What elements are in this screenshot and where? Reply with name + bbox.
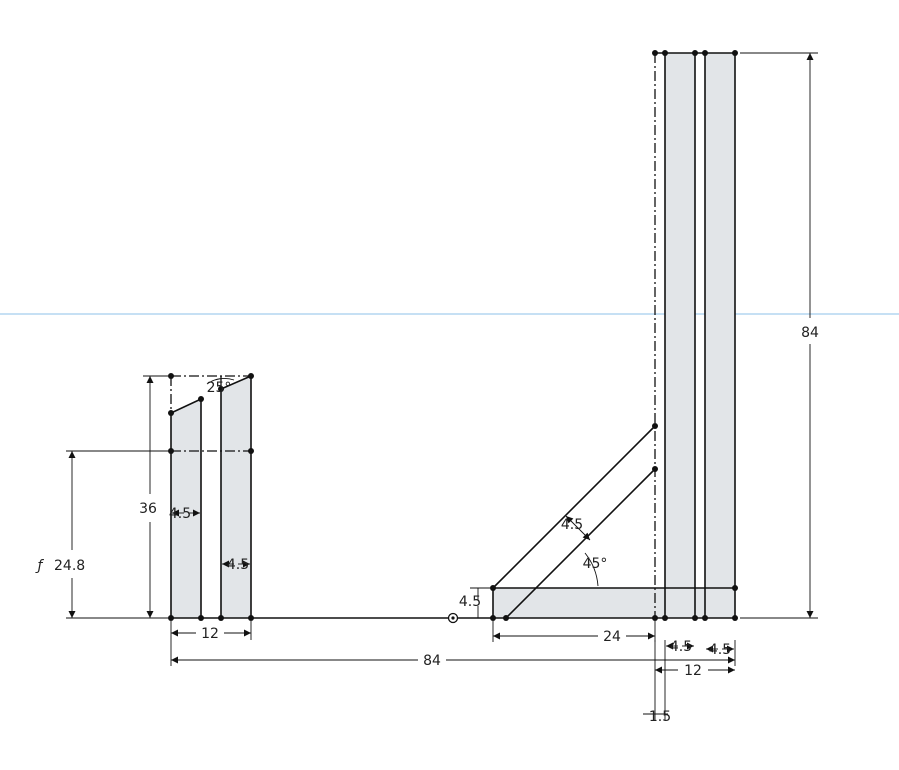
dim-text: 24	[603, 629, 621, 645]
vertex[interactable]	[248, 448, 254, 454]
dim-gusset-angle[interactable]: 45°	[583, 552, 608, 587]
vertex[interactable]	[652, 466, 658, 472]
vertex[interactable]	[248, 615, 254, 621]
dim-gusset-thickness[interactable]: 4.5	[561, 515, 591, 541]
dim-text: 84	[801, 325, 819, 341]
vertex[interactable]	[702, 615, 708, 621]
left-bar-face[interactable]	[221, 376, 251, 618]
vertex[interactable]	[732, 585, 738, 591]
vertex[interactable]	[702, 50, 708, 56]
left-bar-outline[interactable]	[220, 374, 252, 618]
vertex[interactable]	[503, 615, 509, 621]
dim-text: 25°	[207, 380, 232, 396]
vertex[interactable]	[490, 615, 496, 621]
vertex[interactable]	[490, 585, 496, 591]
dim-right-total-width[interactable]: 12	[655, 663, 735, 679]
dim-driven-height[interactable]: ƒ 24.8	[35, 450, 168, 619]
vertex[interactable]	[652, 423, 658, 429]
dim-offset[interactable]: 1.5	[643, 640, 671, 725]
vertex[interactable]	[218, 386, 224, 392]
vertex[interactable]	[652, 615, 658, 621]
dim-right-gap-b[interactable]: 4.5	[706, 642, 734, 658]
vertices	[168, 50, 738, 621]
dim-right-gap-a[interactable]: 4.5	[666, 639, 694, 655]
dim-text: 4.5	[169, 506, 191, 522]
vertex[interactable]	[692, 50, 698, 56]
dim-plate-thickness[interactable]: 4.5	[459, 587, 490, 618]
right-bar-outer-face[interactable]	[705, 53, 735, 618]
left-slot-face[interactable]	[171, 399, 201, 618]
dim-text: 12	[201, 626, 219, 642]
vertex[interactable]	[662, 615, 668, 621]
left-slot-outline[interactable]	[170, 397, 202, 618]
vertex[interactable]	[692, 615, 698, 621]
base-plate-face[interactable]	[493, 588, 735, 618]
left-part-edges	[170, 374, 252, 618]
vertex[interactable]	[168, 448, 174, 454]
dim-text: 36	[139, 501, 157, 517]
dim-left-bar-height[interactable]: 36	[139, 375, 168, 619]
vertex[interactable]	[652, 50, 658, 56]
dim-left-slot-width[interactable]: 4.5	[169, 506, 200, 522]
faces	[171, 53, 735, 618]
gusset-inner-edge[interactable]	[505, 468, 656, 619]
vertex[interactable]	[732, 50, 738, 56]
vertex[interactable]	[662, 50, 668, 56]
dim-text: 4.5	[459, 594, 481, 610]
vertex[interactable]	[732, 615, 738, 621]
dim-right-bar-height[interactable]: 84	[740, 52, 819, 619]
vertex[interactable]	[198, 396, 204, 402]
dim-text: 84	[423, 653, 441, 669]
right-part-edges	[492, 52, 736, 619]
dim-text: 1.5	[649, 709, 671, 725]
vertex[interactable]	[198, 615, 204, 621]
driven-symbol-icon: ƒ	[35, 558, 45, 574]
dim-chamfer-angle[interactable]: 25°	[207, 378, 235, 396]
vertex[interactable]	[248, 373, 254, 379]
right-bar-inner-face[interactable]	[665, 53, 695, 618]
dim-overall-span[interactable]: 84	[170, 640, 736, 669]
gusset-outer-edge[interactable]	[492, 425, 656, 589]
dim-text: 12	[684, 663, 702, 679]
dim-text: 4.5	[670, 639, 692, 655]
dim-left-total-width[interactable]: 12	[170, 621, 252, 642]
vertex[interactable]	[168, 615, 174, 621]
dim-text: 24.8	[54, 558, 85, 574]
origin-point-icon[interactable]	[447, 612, 459, 624]
dim-text: 45°	[583, 556, 608, 572]
dim-text: 4.5	[709, 642, 731, 658]
vertex[interactable]	[218, 615, 224, 621]
dim-left-mid-width[interactable]: 4.5	[222, 557, 250, 573]
dim-text: 4.5	[227, 557, 249, 573]
dim-gusset-base[interactable]: 24	[492, 621, 656, 645]
vertex[interactable]	[168, 373, 174, 379]
vertex[interactable]	[168, 410, 174, 416]
dim-text: 4.5	[561, 517, 583, 533]
